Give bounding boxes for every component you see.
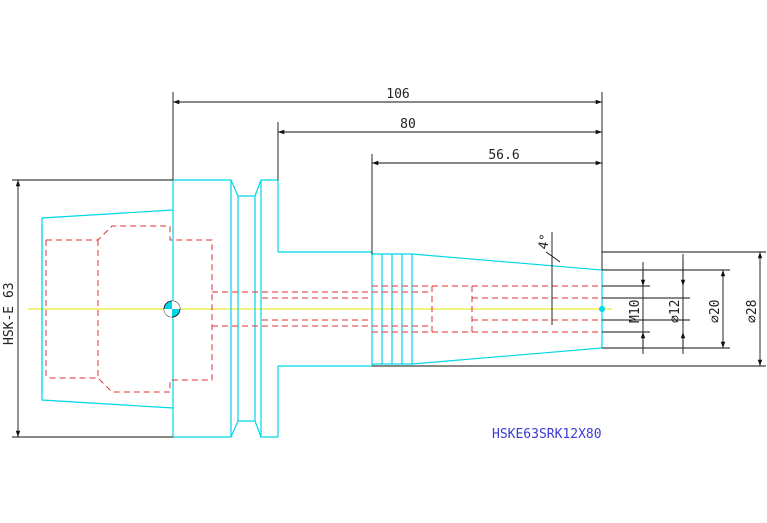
hidden-lines: [45, 225, 602, 393]
dimension-taper-angle: 4°: [536, 232, 561, 325]
dimension-d20: ⌀20: [602, 269, 730, 349]
dimension-label-106: 106: [386, 87, 409, 102]
hsk-taper: [41, 209, 174, 409]
dimension-label-56-6: 56.6: [488, 148, 519, 163]
dimension-label-d12: ⌀12: [668, 300, 683, 323]
dimension-106: 106: [172, 87, 603, 270]
dimension-label-4deg: 4°: [536, 233, 553, 251]
dimension-label-d28: ⌀28: [745, 300, 760, 323]
dimension-d28: ⌀28: [372, 251, 766, 367]
shank: [278, 251, 373, 367]
dimension-label-d20: ⌀20: [708, 300, 723, 323]
dimension-80: 80: [277, 117, 602, 180]
dimension-label-hsk-e63: HSK-E 63: [2, 282, 17, 345]
center-mark-icon: [163, 300, 605, 318]
dimension-label-80: 80: [400, 117, 416, 132]
dimension-d12: ⌀12: [602, 254, 690, 354]
model-number: HSKE63SRK12X80: [492, 427, 602, 442]
dimension-m10: M10: [602, 262, 650, 354]
dimension-56-6: 56.6: [371, 148, 602, 254]
dimension-hsk-e63: HSK-E 63: [2, 179, 173, 438]
dimension-label-m10: M10: [628, 300, 643, 323]
